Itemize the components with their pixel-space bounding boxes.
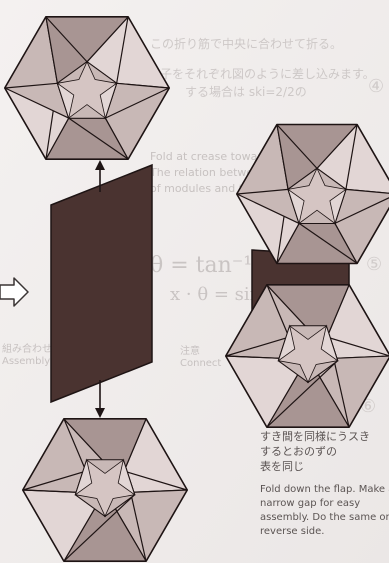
bleed-cjk-line-1: この折り筋で中央に合わせて折る。 [150, 36, 342, 51]
bleed-lower-mid-1: 注意 [180, 344, 200, 357]
bleed-cjk-line-2: 子をそれぞれ図のように差し込みます。 [160, 67, 375, 81]
bleed-formula-2: x · θ = sin [170, 284, 262, 305]
instruction-en-line-3: assembly. Do the same on the [260, 512, 389, 523]
bleed-cjk-line-3: する場合は ski=2/2の [185, 84, 307, 99]
bleed-step-a: ④ [368, 76, 384, 97]
bleed-lower-left-2: Assembly [2, 356, 50, 367]
instruction-jp-line-3: 表を同じ [260, 459, 304, 473]
instruction-en-line-1: Fold down the flap. Make a [260, 484, 389, 495]
instruction-jp-line-2: するとおのずの [260, 445, 337, 458]
instruction-en-line-4: reverse side. [260, 526, 324, 537]
bleed-lower-mid-2: Connect [180, 358, 221, 369]
instruction-en-line-2: narrow gap for easy [260, 498, 360, 509]
instruction-jp-line-1: すき間を同様にうスき [260, 429, 370, 443]
bleed-step-b: ⑤ [366, 254, 382, 275]
insert-sheet [51, 165, 152, 402]
